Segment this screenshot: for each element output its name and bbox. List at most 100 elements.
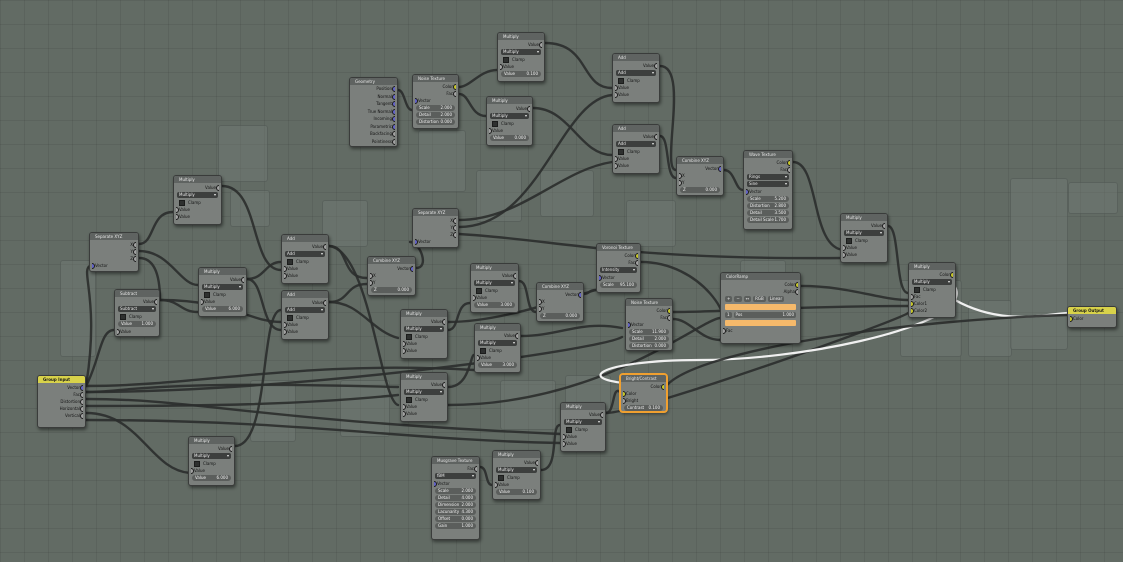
color-socket-icon[interactable] <box>667 308 670 314</box>
vector-socket-icon[interactable] <box>599 275 602 281</box>
operation-dropdown[interactable]: Multiply <box>404 389 444 395</box>
vector-socket-icon[interactable] <box>392 123 395 130</box>
vector-socket-icon[interactable] <box>392 116 395 122</box>
value-socket-icon[interactable] <box>284 322 287 328</box>
value-socket-icon[interactable] <box>843 245 846 251</box>
checkbox-icon[interactable] <box>406 333 412 340</box>
multiply-node[interactable]: Multiply Value Multiply Clamp Value Valu… <box>188 436 235 486</box>
clamp-checkbox[interactable]: Clamp <box>403 396 445 403</box>
color-socket-icon[interactable] <box>911 301 914 307</box>
node-header[interactable]: Add <box>282 235 328 242</box>
checkbox-icon[interactable] <box>179 199 185 206</box>
color-socket-icon[interactable] <box>950 272 953 278</box>
node-header[interactable]: Geometry <box>350 78 397 85</box>
value-socket-icon[interactable] <box>615 85 618 91</box>
checkbox-icon[interactable] <box>287 314 293 321</box>
value-socket-icon[interactable] <box>241 277 244 283</box>
color-mode-dropdown[interactable]: RGB <box>753 296 766 302</box>
stop-index-field[interactable]: 1 <box>725 312 732 318</box>
operation-dropdown[interactable]: Multiply <box>844 230 884 236</box>
value-socket-icon[interactable] <box>284 266 287 272</box>
operation-dropdown[interactable]: Multiply <box>496 467 537 473</box>
color-socket-icon[interactable] <box>453 84 456 90</box>
node-header[interactable]: Separate XYZ <box>90 233 138 240</box>
value-socket-icon[interactable] <box>667 315 670 321</box>
color-socket-icon[interactable] <box>623 391 626 397</box>
value-socket-icon[interactable] <box>453 232 456 238</box>
clamp-checkbox[interactable]: Clamp <box>615 148 657 155</box>
value-socket-icon[interactable] <box>500 64 503 70</box>
value-socket-icon[interactable] <box>654 134 657 140</box>
vector-socket-icon[interactable] <box>628 322 631 328</box>
colorramp-node[interactable]: ColorRamp Color Alpha + − ↔ RGB Linear 1… <box>720 272 801 344</box>
node-header[interactable]: Multiply <box>471 264 518 271</box>
value-socket-icon[interactable] <box>615 92 618 98</box>
flip-ramp-button[interactable]: ↔ <box>743 296 752 302</box>
value-socket-icon[interactable] <box>370 280 373 286</box>
value-socket-icon[interactable] <box>453 218 456 224</box>
value-socket-icon[interactable] <box>442 382 445 388</box>
value-socket-icon[interactable] <box>635 260 638 266</box>
multiply-node[interactable]: Multiply Value Multiply Clamp Value Valu… <box>497 32 545 82</box>
node-header[interactable]: Combine XYZ <box>677 157 723 164</box>
value-socket-icon[interactable] <box>477 355 480 361</box>
node-header[interactable]: ColorRamp <box>721 273 800 280</box>
multiply-node[interactable]: Multiply Value Multiply Clamp Value Valu… <box>840 213 888 263</box>
value-socket-icon[interactable] <box>539 306 542 312</box>
vector-socket-icon[interactable] <box>392 93 395 100</box>
geometry-node[interactable]: Geometry Position Normal Tangent True No… <box>349 77 398 147</box>
value-socket-icon[interactable] <box>176 214 179 220</box>
checkbox-icon[interactable] <box>492 120 498 127</box>
checkbox-icon[interactable] <box>914 286 920 293</box>
node-header[interactable]: Multiply <box>199 268 246 275</box>
value-socket-icon[interactable] <box>473 295 476 301</box>
color-socket-icon[interactable] <box>787 160 790 166</box>
checkbox-icon[interactable] <box>194 460 200 467</box>
node-header[interactable]: Multiply <box>475 324 520 331</box>
value-socket-icon[interactable] <box>80 399 83 405</box>
clamp-checkbox[interactable]: Clamp <box>473 287 516 294</box>
interpolation-dropdown[interactable]: Linear <box>767 296 785 302</box>
value-socket-icon[interactable] <box>723 328 726 334</box>
operation-dropdown[interactable]: Add <box>616 141 656 147</box>
clamp-checkbox[interactable]: Clamp <box>489 120 530 127</box>
checkbox-icon[interactable] <box>503 56 509 63</box>
operation-dropdown[interactable]: Multiply <box>404 326 444 332</box>
node-header[interactable]: Multiply <box>401 373 447 380</box>
operation-dropdown[interactable]: Add <box>285 251 325 257</box>
checkbox-icon[interactable] <box>406 396 412 403</box>
add-stop-button[interactable]: + <box>725 296 733 302</box>
multiply-node[interactable]: Multiply Value Multiply Clamp Value Valu… <box>470 263 519 313</box>
clamp-checkbox[interactable]: Clamp <box>284 314 326 321</box>
clamp-checkbox[interactable]: Clamp <box>201 291 244 298</box>
value-socket-icon[interactable] <box>495 482 498 488</box>
vector-socket-icon[interactable] <box>392 108 395 115</box>
operation-dropdown[interactable]: Add <box>285 307 325 313</box>
value-socket-icon[interactable] <box>539 299 542 305</box>
value-socket-icon[interactable] <box>80 392 83 398</box>
color-socket-icon[interactable] <box>911 308 914 314</box>
musgrave-texture-node[interactable]: Musgrave Texture Fac fBM Vector Scale2.0… <box>431 456 480 540</box>
multiply-node[interactable]: Multiply Value Multiply Clamp Value Valu… <box>173 175 222 225</box>
node-header[interactable]: Noise Texture <box>413 75 458 82</box>
value-socket-icon[interactable] <box>679 180 682 186</box>
clamp-checkbox[interactable]: Clamp <box>495 474 538 481</box>
value-socket-icon[interactable] <box>80 413 83 419</box>
value-socket-icon[interactable] <box>654 63 657 69</box>
operation-dropdown[interactable]: Multiply <box>177 192 218 198</box>
